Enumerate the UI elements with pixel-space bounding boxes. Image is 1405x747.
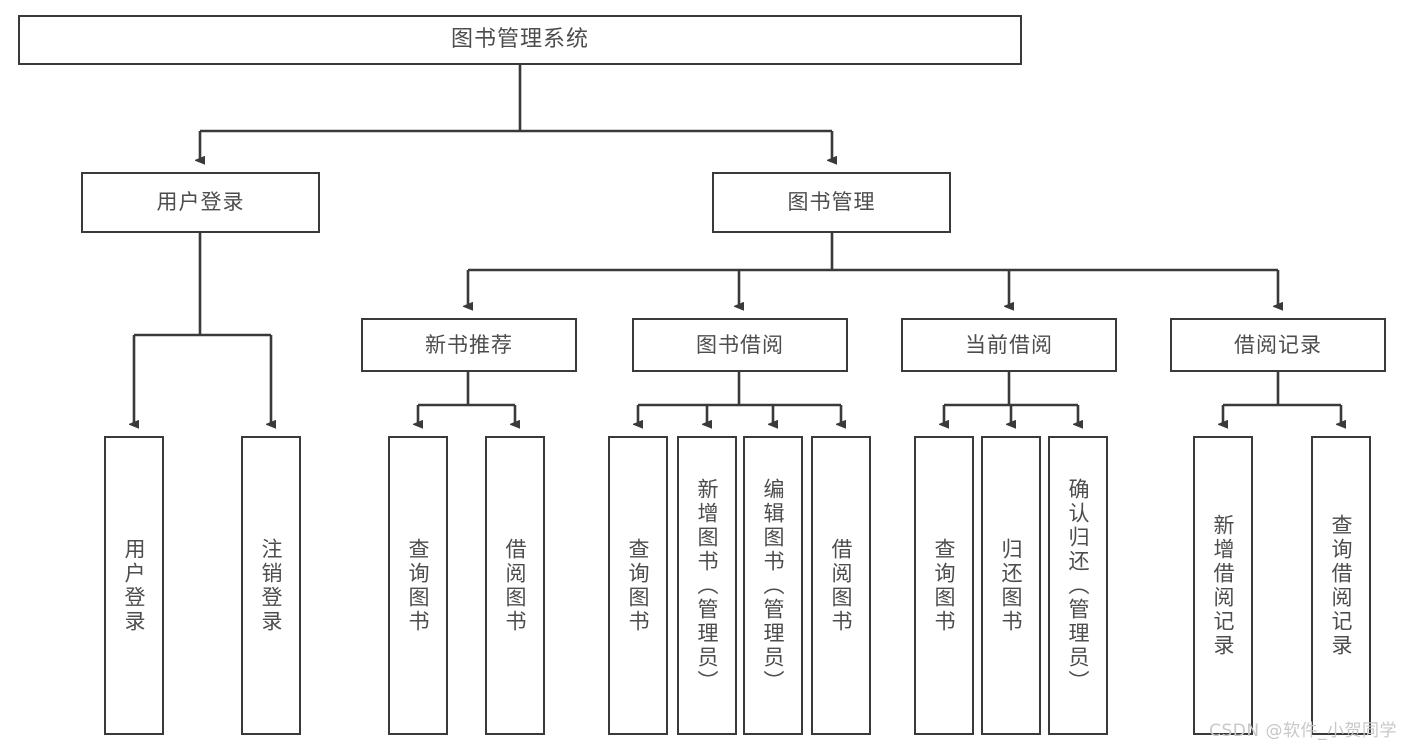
- leaf-confirm-return-admin[interactable]: 确认归还（管理员）: [1048, 436, 1108, 735]
- node-label: 用户登录: [156, 190, 245, 215]
- node-label: 借阅记录: [1234, 332, 1322, 357]
- node-label: 归还图书: [999, 537, 1024, 634]
- leaf-add-borrow-record[interactable]: 新增借阅记录: [1193, 436, 1253, 735]
- node-label: 查询图书: [932, 537, 957, 634]
- node-label: 借阅图书: [503, 537, 528, 634]
- node-label: 图书借阅: [696, 332, 784, 357]
- node-label: 编辑图书（管理员）: [761, 477, 786, 694]
- node-label: 查询图书: [626, 537, 651, 634]
- node-label: 用户登录: [122, 537, 147, 634]
- node-label: 新增图书（管理员）: [695, 477, 720, 694]
- node-new-book-recommend[interactable]: 新书推荐: [361, 318, 577, 372]
- leaf-edit-book-admin[interactable]: 编辑图书（管理员）: [743, 436, 803, 735]
- node-current-borrow[interactable]: 当前借阅: [901, 318, 1117, 372]
- leaf-user-login[interactable]: 用户登录: [104, 436, 164, 735]
- node-label: 借阅图书: [829, 537, 854, 634]
- node-label: 查询图书: [406, 537, 431, 634]
- leaf-query-book-recommend[interactable]: 查询图书: [388, 436, 448, 735]
- node-label: 当前借阅: [965, 332, 1053, 357]
- leaf-borrow-book-recommend[interactable]: 借阅图书: [485, 436, 545, 735]
- node-user-login[interactable]: 用户登录: [81, 172, 320, 233]
- leaf-add-book-admin[interactable]: 新增图书（管理员）: [677, 436, 737, 735]
- node-label: 新书推荐: [425, 332, 513, 357]
- node-label: 确认归还（管理员）: [1066, 477, 1091, 694]
- node-label: 查询借阅记录: [1329, 513, 1354, 658]
- node-label: 图书管理系统: [450, 27, 589, 53]
- leaf-query-book-current[interactable]: 查询图书: [914, 436, 974, 735]
- leaf-borrow-book[interactable]: 借阅图书: [811, 436, 871, 735]
- node-book-management[interactable]: 图书管理: [712, 172, 951, 233]
- node-borrow-record[interactable]: 借阅记录: [1170, 318, 1386, 372]
- node-label: 注销登录: [259, 537, 284, 634]
- node-label: 图书管理: [787, 190, 876, 215]
- watermark-text: CSDN @软件_小贺同学: [1209, 721, 1397, 741]
- leaf-return-book[interactable]: 归还图书: [981, 436, 1041, 735]
- leaf-query-book-borrow[interactable]: 查询图书: [608, 436, 668, 735]
- leaf-query-borrow-record[interactable]: 查询借阅记录: [1311, 436, 1371, 735]
- leaf-logout[interactable]: 注销登录: [241, 436, 301, 735]
- node-label: 新增借阅记录: [1211, 513, 1236, 658]
- node-book-borrow[interactable]: 图书借阅: [632, 318, 848, 372]
- node-root-system[interactable]: 图书管理系统: [18, 15, 1022, 65]
